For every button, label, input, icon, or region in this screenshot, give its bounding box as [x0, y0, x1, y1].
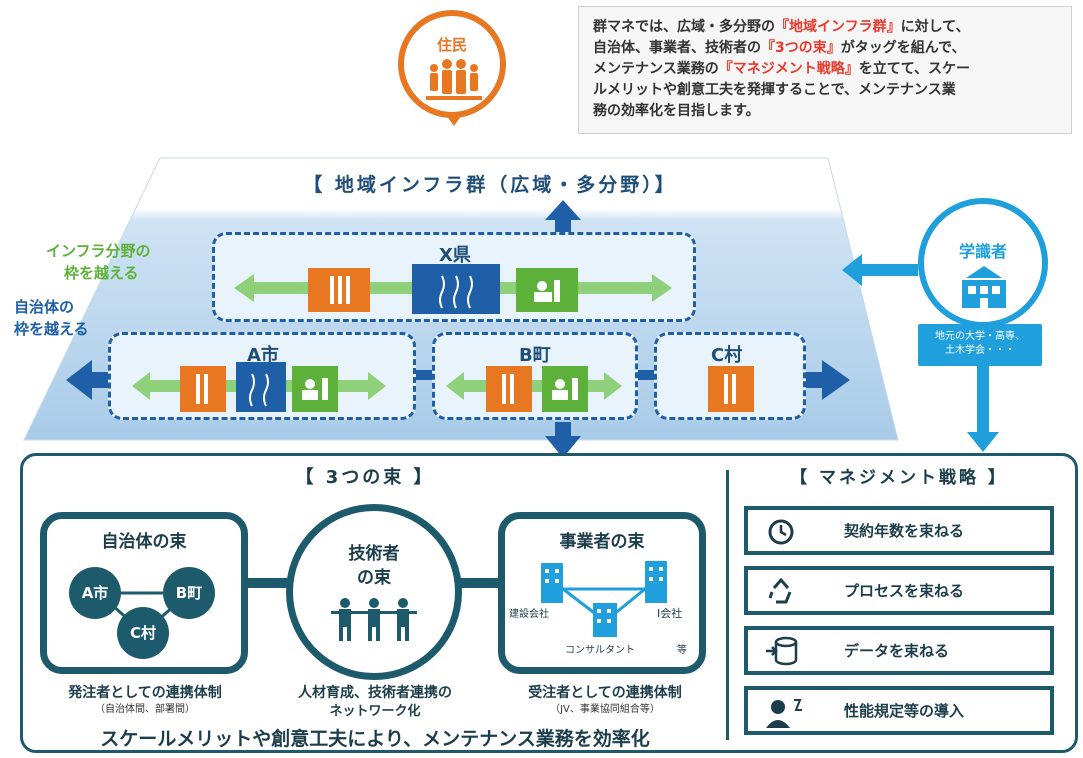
- management-heading: 【 マネジメント戦略 】: [790, 468, 1008, 488]
- node-b-town: B町: [163, 567, 215, 619]
- school-icon: [962, 266, 1006, 308]
- c-village-icons: [708, 366, 754, 412]
- academia-down-arrow: [967, 432, 999, 452]
- clock-icon: [768, 519, 794, 545]
- engineer-caption-2: ネットワーク化: [329, 704, 421, 719]
- business-subcaption: （JV、事業協同組合等）: [550, 704, 660, 715]
- academia-label: 学識者: [958, 242, 1007, 261]
- resident-pointer: [444, 112, 464, 126]
- engineer-title-2: の束: [357, 568, 391, 588]
- region-a-city: A市: [108, 332, 416, 420]
- park-icon: [516, 268, 578, 312]
- business-caption: 受注者としての連携体制: [528, 685, 682, 701]
- a-city-icons: [132, 362, 386, 412]
- right-arrow: [806, 360, 850, 400]
- strategy-item-data: データを束ねる: [744, 626, 1054, 675]
- companies-icon: [541, 561, 667, 637]
- panel-divider: [726, 470, 729, 740]
- strategy-item-contract: 契約年数を束ねる: [744, 506, 1054, 555]
- municipal-bundle-title: 自治体の束: [101, 532, 187, 552]
- engineers-icon: [331, 598, 417, 641]
- municipal-caption: 発注者としての連携体制: [68, 685, 222, 701]
- up-arrow: [545, 200, 581, 232]
- park-icon: [542, 366, 588, 412]
- three-bundles-heading: 【 3つの束 】: [295, 467, 435, 488]
- region-b-town-label: B町: [519, 345, 551, 366]
- node-a-city: A市: [69, 567, 121, 619]
- x-pref-icons: [234, 264, 672, 314]
- label-construction: 建設会社: [509, 609, 549, 620]
- region-b-town: B町: [432, 332, 638, 420]
- river-icon: [236, 362, 286, 412]
- region-x-pref-label: X県: [439, 245, 471, 266]
- engineer-icon: [766, 699, 802, 728]
- road-icon: [708, 366, 754, 412]
- engineer-title-1: 技術者: [348, 544, 400, 564]
- infra-group-title: 【 地域インフラ群（広域・多分野）】: [303, 174, 677, 196]
- business-bundle-title: 事業者の束: [559, 532, 645, 552]
- label-etc: 等: [677, 645, 687, 656]
- region-c-village-label: C村: [711, 345, 743, 366]
- resident-label: 住民: [436, 36, 467, 54]
- road-icon: [180, 366, 226, 412]
- strategy-item-performance: 性能規定等の導入: [744, 686, 1054, 735]
- engineer-caption-1: 人材育成、技術者連携の: [298, 685, 452, 701]
- label-i-company: I会社: [657, 607, 683, 620]
- people-icon: [426, 59, 482, 100]
- academia-badge: 学識者: [918, 198, 1048, 328]
- strategy-item-process: プロセスを束ねる: [744, 566, 1054, 615]
- region-a-city-label: A市: [247, 345, 279, 366]
- label-consultant: コンサルタント: [565, 645, 635, 656]
- left-arrow: [66, 360, 108, 400]
- resident-badge: 住民: [398, 10, 506, 118]
- database-icon: [766, 636, 798, 666]
- recycle-icon: [768, 577, 792, 604]
- node-c-village: C村: [117, 607, 169, 659]
- b-town-icons: [446, 366, 622, 412]
- academia-subtitle: 地元の大学・高専、 土木学会・・・: [918, 324, 1042, 366]
- academia-left-arrow: [842, 254, 918, 286]
- business-bundle: 事業者の束 建設会社 I会社 コンサルタント 等: [498, 512, 706, 674]
- academia-down-shaft: [977, 366, 989, 436]
- engineer-bundle: 技術者 の束: [286, 504, 462, 680]
- park-icon: [292, 366, 338, 412]
- municipal-subcaption: （自治体間、部署間）: [95, 704, 195, 715]
- footer-slogan: スケールメリットや創意工夫により、メンテナンス業務を効率化: [100, 728, 650, 750]
- municipal-bundle: 自治体の束 A市 B町 C村: [40, 512, 248, 674]
- cross-field-label: インフラ分野の 枠を越える: [46, 242, 151, 282]
- cross-municipality-label: 自治体の 枠を越える: [14, 298, 89, 338]
- description-box: 群マネでは、広域・多分野の『地域インフラ群』に対して、 自治体、事業者、技術者の…: [578, 6, 1072, 134]
- down-arrow: [545, 422, 581, 458]
- road-icon: [486, 366, 532, 412]
